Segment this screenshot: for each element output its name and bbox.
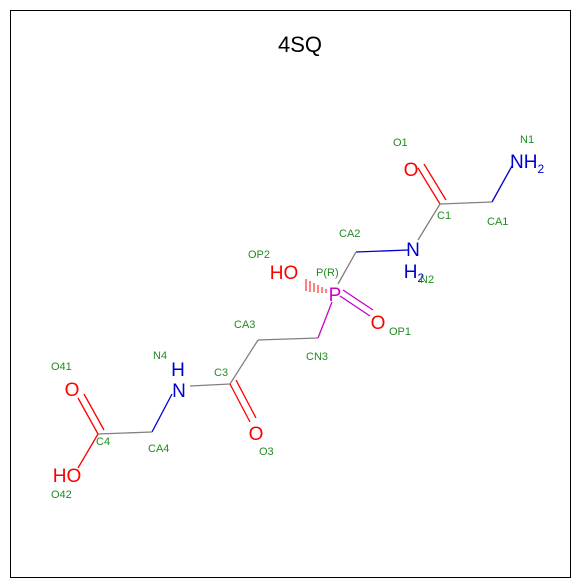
label-n4: N4 (153, 350, 167, 362)
atom-o3: O (249, 424, 264, 445)
bond-ca2-p (337, 251, 357, 285)
bond-c3-o3-a (229, 383, 251, 423)
diagram-title: 4SQ (278, 32, 322, 57)
atom-symbols: NH2 O N H2 HO P O H N O O HO (53, 152, 545, 487)
label-o1: O1 (393, 137, 408, 149)
label-cn3: CN3 (306, 351, 328, 363)
label-o3: O3 (259, 446, 274, 458)
bond-p-op1-b (342, 289, 374, 311)
label-o42: O42 (51, 489, 72, 501)
label-n2: N2 (420, 274, 434, 286)
bond-c4-o41-b (83, 393, 105, 431)
bond-n2-ca2 (355, 249, 409, 253)
atom-o1: O (404, 160, 419, 181)
bond-p-op1-a (339, 295, 371, 317)
atom-n2-h: H2 (404, 262, 425, 285)
bond-c1-o1-b (423, 163, 447, 201)
atom-o41: O (65, 380, 80, 401)
label-op1: OP1 (389, 326, 411, 338)
bond-c1-o1-a (417, 167, 441, 205)
atom-ho-c4: HO (53, 466, 82, 487)
label-ca4: CA4 (148, 443, 169, 455)
bond-c3-o3-b (235, 379, 257, 419)
atom-n4-h: H (171, 360, 185, 381)
bond-ca3-c3 (229, 339, 259, 385)
label-ca3: CA3 (234, 319, 255, 331)
atom-n4: N (172, 381, 186, 402)
atom-labels: N1 O1 C1 CA1 CA2 N2 OP2 P(R) OP1 CA3 CN3… (51, 134, 534, 501)
label-pr: P(R) (316, 267, 339, 279)
atom-n2: N (406, 240, 420, 261)
bond-c3-n4 (189, 383, 231, 387)
bonds (77, 163, 513, 469)
bond-p-cn3 (317, 301, 333, 339)
diagram-frame (10, 10, 571, 578)
bond-n1-ca1 (491, 165, 513, 203)
bond-c1-n2 (417, 203, 441, 241)
bond-ca4-c4 (97, 431, 153, 435)
bond-c4-o42 (77, 433, 99, 469)
label-n1: N1 (520, 134, 534, 146)
hashed-wedge-p-op2 (305, 279, 327, 293)
label-c4: C4 (96, 436, 110, 448)
bond-n4-ca4 (151, 393, 173, 433)
label-o41: O41 (51, 361, 72, 373)
label-c1: C1 (437, 210, 451, 222)
label-c3: C3 (214, 367, 228, 379)
bond-ca1-c1 (439, 201, 493, 205)
bond-c4-o41-a (77, 397, 99, 435)
atom-p: P (329, 285, 342, 306)
atom-o-p: O (371, 313, 386, 334)
bond-cn3-ca3 (257, 337, 319, 341)
label-op2: OP2 (248, 249, 270, 261)
atom-nh2: NH2 (510, 152, 544, 176)
label-ca1: CA1 (487, 216, 508, 228)
atom-ho-p: HO (270, 263, 299, 284)
label-ca2: CA2 (339, 228, 360, 240)
